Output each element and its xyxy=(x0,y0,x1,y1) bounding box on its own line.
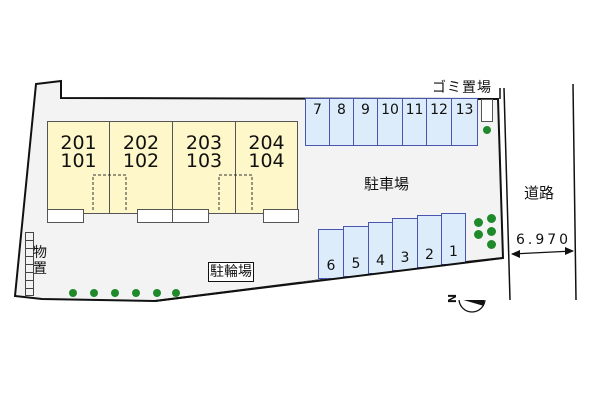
tree-icon xyxy=(153,289,161,297)
unit-202-102[interactable]: 202 102 xyxy=(109,121,173,214)
parking-stall-7[interactable]: 7 xyxy=(305,98,330,146)
tree-icon xyxy=(69,289,77,297)
parking-lot-label: 駐車場 xyxy=(364,175,410,193)
parking-stall-1[interactable]: 1 xyxy=(441,213,466,265)
balcony xyxy=(263,209,299,223)
storage-label-2: 置 xyxy=(33,261,47,277)
parking-stall-2[interactable]: 2 xyxy=(417,215,442,268)
balcony xyxy=(47,209,84,223)
balcony xyxy=(172,209,209,223)
tree-icon xyxy=(483,126,491,134)
parking-stall-11[interactable]: 11 xyxy=(402,98,427,146)
road-edge-left xyxy=(503,87,511,301)
road-label: 道路 xyxy=(524,184,555,202)
road-width-value: 6.970 xyxy=(516,232,572,248)
garbage-area-box[interactable] xyxy=(481,99,493,122)
parking-stall-12[interactable]: 12 xyxy=(426,98,452,146)
bicycle-parking-label[interactable]: 駐輪場 xyxy=(208,262,254,282)
tree-icon xyxy=(474,218,483,227)
storage-shed[interactable] xyxy=(25,232,34,296)
unit-204-104[interactable]: 204 104 xyxy=(235,121,298,214)
balcony xyxy=(137,209,174,223)
parking-stall-5[interactable]: 5 xyxy=(343,226,369,277)
garbage-area-label: ゴミ置場 xyxy=(432,80,492,96)
tree-icon xyxy=(487,240,496,249)
unit-number-upper: 203 xyxy=(185,132,223,154)
unit-201-101[interactable]: 201 101 xyxy=(47,121,110,214)
compass-north-label: N xyxy=(446,293,460,304)
unit-number-lower: 103 xyxy=(185,150,223,172)
road-width-arrow xyxy=(511,247,574,258)
parking-stall-9[interactable]: 9 xyxy=(353,98,378,146)
parking-stall-8[interactable]: 8 xyxy=(329,98,354,146)
tree-icon xyxy=(111,289,119,297)
unit-number-upper: 201 xyxy=(60,132,97,154)
unit-203-103[interactable]: 203 103 xyxy=(172,121,236,214)
tree-icon xyxy=(487,227,496,236)
tree-icon xyxy=(487,214,496,223)
tree-icon xyxy=(172,289,180,297)
parking-stall-13[interactable]: 13 xyxy=(451,98,478,146)
unit-number-upper: 204 xyxy=(248,132,285,154)
parking-stall-6[interactable]: 6 xyxy=(318,229,344,279)
tree-icon xyxy=(474,230,483,239)
parking-stall-4[interactable]: 4 xyxy=(368,222,393,274)
road-edge-right xyxy=(572,83,577,301)
compass-icon xyxy=(458,285,486,313)
tree-icon xyxy=(90,289,98,297)
unit-number-upper: 202 xyxy=(122,132,160,154)
unit-number-lower: 104 xyxy=(248,150,285,172)
tree-icon xyxy=(132,289,140,297)
storage-label-1: 物 xyxy=(33,245,47,261)
parking-stall-10[interactable]: 10 xyxy=(377,98,403,146)
parking-stall-3[interactable]: 3 xyxy=(392,218,418,271)
unit-number-lower: 101 xyxy=(60,150,97,172)
unit-number-lower: 102 xyxy=(122,150,160,172)
